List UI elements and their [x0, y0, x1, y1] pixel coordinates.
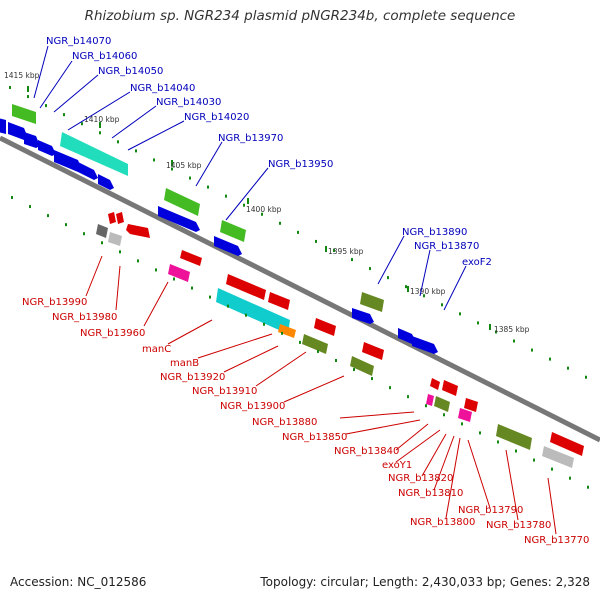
- gene-grey: [542, 446, 574, 468]
- gene-red: [550, 432, 584, 456]
- gene-label: NGR_b14050: [98, 66, 163, 77]
- gene-label: NGR_b13890: [402, 227, 467, 238]
- gene-red: [362, 342, 384, 360]
- gene-label: NGR_b13950: [268, 159, 333, 170]
- gene-olive: [360, 292, 384, 312]
- gene-label: NGR_b13770: [524, 535, 589, 546]
- forward-genes: [0, 104, 438, 354]
- gene-label: NGR_b13980: [52, 312, 117, 323]
- sequence-backbone: [0, 135, 600, 443]
- accession-text: Accession: NC_012586: [10, 575, 147, 589]
- tick-label: 1415 kbp: [4, 71, 40, 80]
- gene-magenta: [426, 394, 434, 406]
- gene-label: NGR_b13810: [398, 488, 463, 499]
- gene-grey: [108, 232, 122, 246]
- gene-blue: [38, 140, 56, 156]
- tick-label: 1400 kbp: [246, 205, 282, 214]
- map-title: Rhizobium sp. NGR234 plasmid pNGR234b, c…: [84, 8, 516, 24]
- lower-leaders: [85, 255, 557, 535]
- gene-label: NGR_b13870: [414, 241, 479, 252]
- gene-label: exoY1: [382, 460, 412, 471]
- gene-label: NGR_b13990: [22, 297, 87, 308]
- gene-label: NGR_b13800: [410, 517, 475, 528]
- gene-blue: [158, 206, 200, 232]
- gene-red: [430, 378, 440, 390]
- gene-olive: [350, 356, 374, 376]
- gene-blue: [98, 174, 114, 190]
- gene-label: NGR_b14020: [184, 112, 249, 123]
- gene-teal: [60, 132, 128, 176]
- gene-label: NGR_b13920: [160, 372, 225, 383]
- gene-magenta: [458, 408, 472, 422]
- gene-green: [12, 104, 36, 124]
- gene-red: [180, 250, 202, 266]
- upper-leaders: [33, 45, 467, 311]
- gene-blue: [8, 122, 28, 140]
- gene-olive: [302, 334, 328, 354]
- gene-label: exoF2: [462, 257, 492, 268]
- lower-labels: NGR_b13990 NGR_b13980 NGR_b13960 manC ma…: [22, 297, 589, 546]
- gene-blue: [54, 150, 82, 172]
- gene-red: [464, 398, 478, 412]
- gene-red: [116, 212, 124, 224]
- gene-blue: [412, 336, 438, 354]
- gene-label: NGR_b13850: [282, 432, 347, 443]
- gene-label: NGR_b13960: [80, 328, 145, 339]
- gene-label: NGR_b14030: [156, 97, 221, 108]
- gene-blue: [0, 118, 6, 134]
- gene-red: [108, 212, 116, 224]
- gene-magenta: [168, 264, 190, 282]
- gene-label: NGR_b13910: [192, 386, 257, 397]
- gene-red: [314, 318, 336, 336]
- gene-red: [268, 292, 290, 310]
- summary-text: Topology: circular; Length: 2,430,033 bp…: [260, 575, 590, 589]
- gene-label: NGR_b13900: [220, 401, 285, 412]
- gene-label: NGR_b13840: [334, 446, 399, 457]
- tick-label: 1385 kbp: [494, 325, 530, 334]
- gene-orange: [278, 324, 296, 338]
- tick-label: 1395 kbp: [328, 247, 364, 256]
- gene-red: [442, 380, 458, 396]
- gene-olive: [434, 396, 450, 412]
- tick-label: 1405 kbp: [166, 161, 202, 170]
- gene-green: [220, 220, 246, 242]
- gene-teal: [216, 288, 290, 334]
- scale-ticks: 1415 kbp 1410 kbp 1405 kbp 1400 kbp 1395…: [4, 71, 530, 334]
- upper-labels: NGR_b14070 NGR_b14060 NGR_b14050 NGR_b14…: [46, 36, 492, 268]
- gene-green: [164, 188, 200, 216]
- gene-label: manC: [142, 344, 171, 355]
- gene-blue: [352, 308, 374, 324]
- gene-olive: [496, 424, 532, 450]
- gene-label: NGR_b13970: [218, 133, 283, 144]
- gene-blue: [24, 132, 40, 148]
- gene-red: [226, 274, 266, 300]
- gene-blue: [78, 162, 98, 180]
- gene-label: NGR_b14060: [72, 51, 137, 62]
- reverse-genes: [96, 212, 584, 468]
- gc-content-marks: [9, 86, 589, 489]
- gene-blue: [214, 236, 242, 256]
- gene-red: [126, 224, 150, 238]
- gene-label: NGR_b14070: [46, 36, 111, 47]
- gene-blue: [398, 328, 416, 344]
- tick-label: 1410 kbp: [84, 115, 120, 124]
- gene-label: NGR_b13790: [458, 505, 523, 516]
- gene-label: NGR_b13780: [486, 520, 551, 531]
- gene-label: NGR_b14040: [130, 83, 195, 94]
- tick-label: 1390 kbp: [410, 287, 446, 296]
- gene-label: NGR_b13820: [388, 473, 453, 484]
- gene-label: NGR_b13880: [252, 417, 317, 428]
- gene-label: manB: [170, 358, 199, 369]
- gene-grey: [96, 224, 108, 238]
